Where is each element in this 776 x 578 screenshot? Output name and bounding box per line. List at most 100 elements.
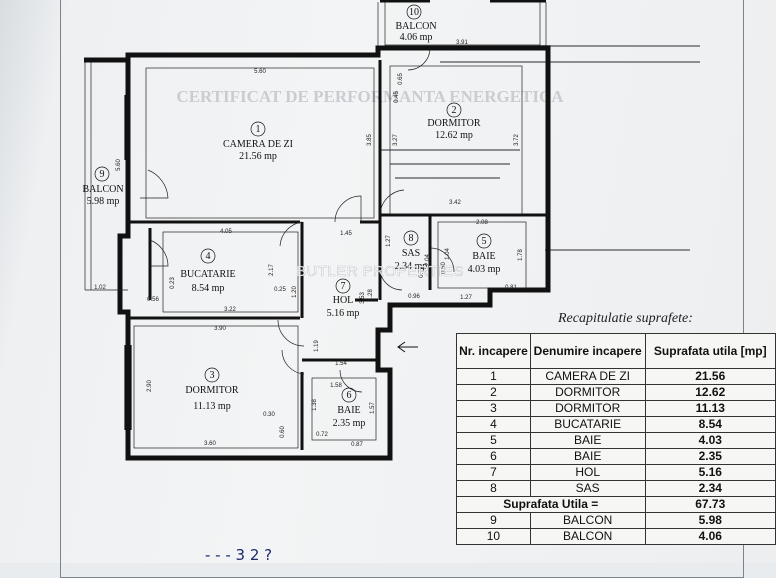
svg-text:0.65: 0.65 xyxy=(398,73,404,85)
faint-certificate-heading: CERTIFICAT DE PERFORMANTA ENERGETICA xyxy=(176,87,564,106)
svg-text:3.91: 3.91 xyxy=(456,40,468,46)
svg-text:0.45: 0.45 xyxy=(394,91,400,103)
svg-text:BALCON: BALCON xyxy=(82,184,123,195)
svg-text:DORMITOR: DORMITOR xyxy=(185,385,238,396)
svg-text:4.03 mp: 4.03 mp xyxy=(468,264,501,275)
svg-text:BAIE: BAIE xyxy=(472,251,495,262)
room-labels: 1 CAMERA DE ZI 21.56 mp 2 DORMITOR 12.62… xyxy=(82,4,501,429)
balcony-9-outline xyxy=(84,62,128,291)
svg-text:0.72: 0.72 xyxy=(316,432,328,438)
svg-text:1.78: 1.78 xyxy=(518,249,524,261)
faint-background-lines xyxy=(380,45,700,251)
handwritten-scribble: - - - 3 2 ? xyxy=(205,546,272,563)
svg-text:1.57: 1.57 xyxy=(370,402,376,414)
svg-text:1.27: 1.27 xyxy=(386,235,392,247)
room-7-label: 7 HOL 5.16 mp xyxy=(327,278,360,319)
svg-text:10: 10 xyxy=(409,7,419,18)
svg-text:3.90: 3.90 xyxy=(214,326,226,332)
svg-text:5.16 mp: 5.16 mp xyxy=(327,308,360,319)
svg-text:DORMITOR: DORMITOR xyxy=(427,118,480,129)
svg-text:4.06 mp: 4.06 mp xyxy=(400,32,433,43)
svg-text:3.85: 3.85 xyxy=(367,134,373,146)
svg-text:BUCATARIE: BUCATARIE xyxy=(180,269,235,280)
svg-text:BALCON: BALCON xyxy=(395,21,436,32)
svg-text:5.60: 5.60 xyxy=(116,159,122,171)
svg-text:8: 8 xyxy=(409,233,414,244)
total-value: 67.73 xyxy=(644,496,776,513)
svg-text:11.13 mp: 11.13 mp xyxy=(193,401,230,412)
svg-text:0.50: 0.50 xyxy=(441,262,447,274)
svg-text:3.72: 3.72 xyxy=(514,134,520,146)
room-10-label: 10 BALCON 4.06 mp xyxy=(395,4,437,43)
svg-text:3: 3 xyxy=(210,370,215,381)
room-1-label: 1 CAMERA DE ZI 21.56 mp xyxy=(223,121,293,162)
butler-properties-watermark: BUTLER PROPERTIES xyxy=(296,263,464,280)
svg-text:5.60: 5.60 xyxy=(254,69,266,75)
svg-text:1.02: 1.02 xyxy=(94,285,106,291)
interior-walls xyxy=(128,60,548,450)
svg-text:0.60: 0.60 xyxy=(280,426,286,438)
room-4-label: 4 BUCATARIE 8.54 mp xyxy=(180,248,236,294)
svg-text:3.53: 3.53 xyxy=(360,292,366,304)
svg-text:7: 7 xyxy=(341,281,346,292)
svg-text:1.19: 1.19 xyxy=(314,340,320,352)
svg-text:5.98 mp: 5.98 mp xyxy=(87,196,120,207)
svg-text:2.17: 2.17 xyxy=(269,264,275,276)
svg-text:2.34 mp: 2.34 mp xyxy=(395,261,428,272)
svg-text:BAIE: BAIE xyxy=(337,405,360,416)
svg-text:0.23: 0.23 xyxy=(170,277,176,289)
svg-text:0.30: 0.30 xyxy=(263,412,275,418)
svg-text:1: 1 xyxy=(256,124,261,135)
svg-text:3.42: 3.42 xyxy=(449,200,461,206)
svg-text:3.27: 3.27 xyxy=(393,134,399,146)
exterior-walls xyxy=(84,45,551,461)
svg-text:1.38: 1.38 xyxy=(312,399,318,411)
svg-text:4: 4 xyxy=(206,251,211,262)
svg-text:1.58: 1.58 xyxy=(330,383,342,389)
svg-text:2.35 mp: 2.35 mp xyxy=(333,418,366,429)
svg-text:0.72: 0.72 xyxy=(419,266,425,278)
balcony-10-outline xyxy=(377,0,547,48)
svg-text:4.05: 4.05 xyxy=(220,229,232,235)
room-8-label: 8 SAS 2.34 mp xyxy=(395,230,428,272)
dimension-labels: 5.60 3.85 3.27 3.72 4.05 3.91 3.42 2.08 … xyxy=(94,40,524,448)
header-suprafata: Suprafata utila [mp] xyxy=(644,333,776,369)
svg-text:0.96: 0.96 xyxy=(408,294,420,300)
windows xyxy=(124,345,132,430)
svg-text:0.81: 0.81 xyxy=(505,285,517,291)
svg-text:SAS: SAS xyxy=(402,248,420,259)
svg-text:2.04: 2.04 xyxy=(425,254,431,266)
total-label: Suprafata Utila = xyxy=(456,496,646,513)
svg-text:0.25: 0.25 xyxy=(274,287,286,293)
svg-text:1.27: 1.27 xyxy=(460,295,472,301)
svg-text:1.28: 1.28 xyxy=(368,289,374,301)
svg-text:1.54: 1.54 xyxy=(335,361,347,367)
entrance-arrow xyxy=(397,341,418,353)
recap-title: Recapitulatie suprafete: xyxy=(558,311,693,326)
svg-text:CAMERA DE ZI: CAMERA DE ZI xyxy=(223,139,293,150)
room-inner-outlines xyxy=(133,65,527,449)
room-2-label: 2 DORMITOR 12.62 mp xyxy=(427,102,481,141)
door-swings xyxy=(140,47,455,393)
svg-text:1.45: 1.45 xyxy=(340,231,352,237)
svg-text:HOL: HOL xyxy=(333,295,354,306)
svg-text:9: 9 xyxy=(100,169,105,180)
recap-header-row: Nr. incapere Denumire incapere Suprafata… xyxy=(456,333,776,369)
svg-text:6: 6 xyxy=(347,390,352,401)
header-nr: Nr. incapere xyxy=(456,333,531,369)
svg-text:12.62 mp: 12.62 mp xyxy=(435,130,473,141)
room-5-label: 5 BAIE 4.03 mp xyxy=(468,233,501,275)
recap-table: Nr. incapere Denumire incapere Suprafata… xyxy=(456,333,776,545)
svg-text:21.56 mp: 21.56 mp xyxy=(239,151,277,162)
svg-text:8.54 mp: 8.54 mp xyxy=(192,283,225,294)
